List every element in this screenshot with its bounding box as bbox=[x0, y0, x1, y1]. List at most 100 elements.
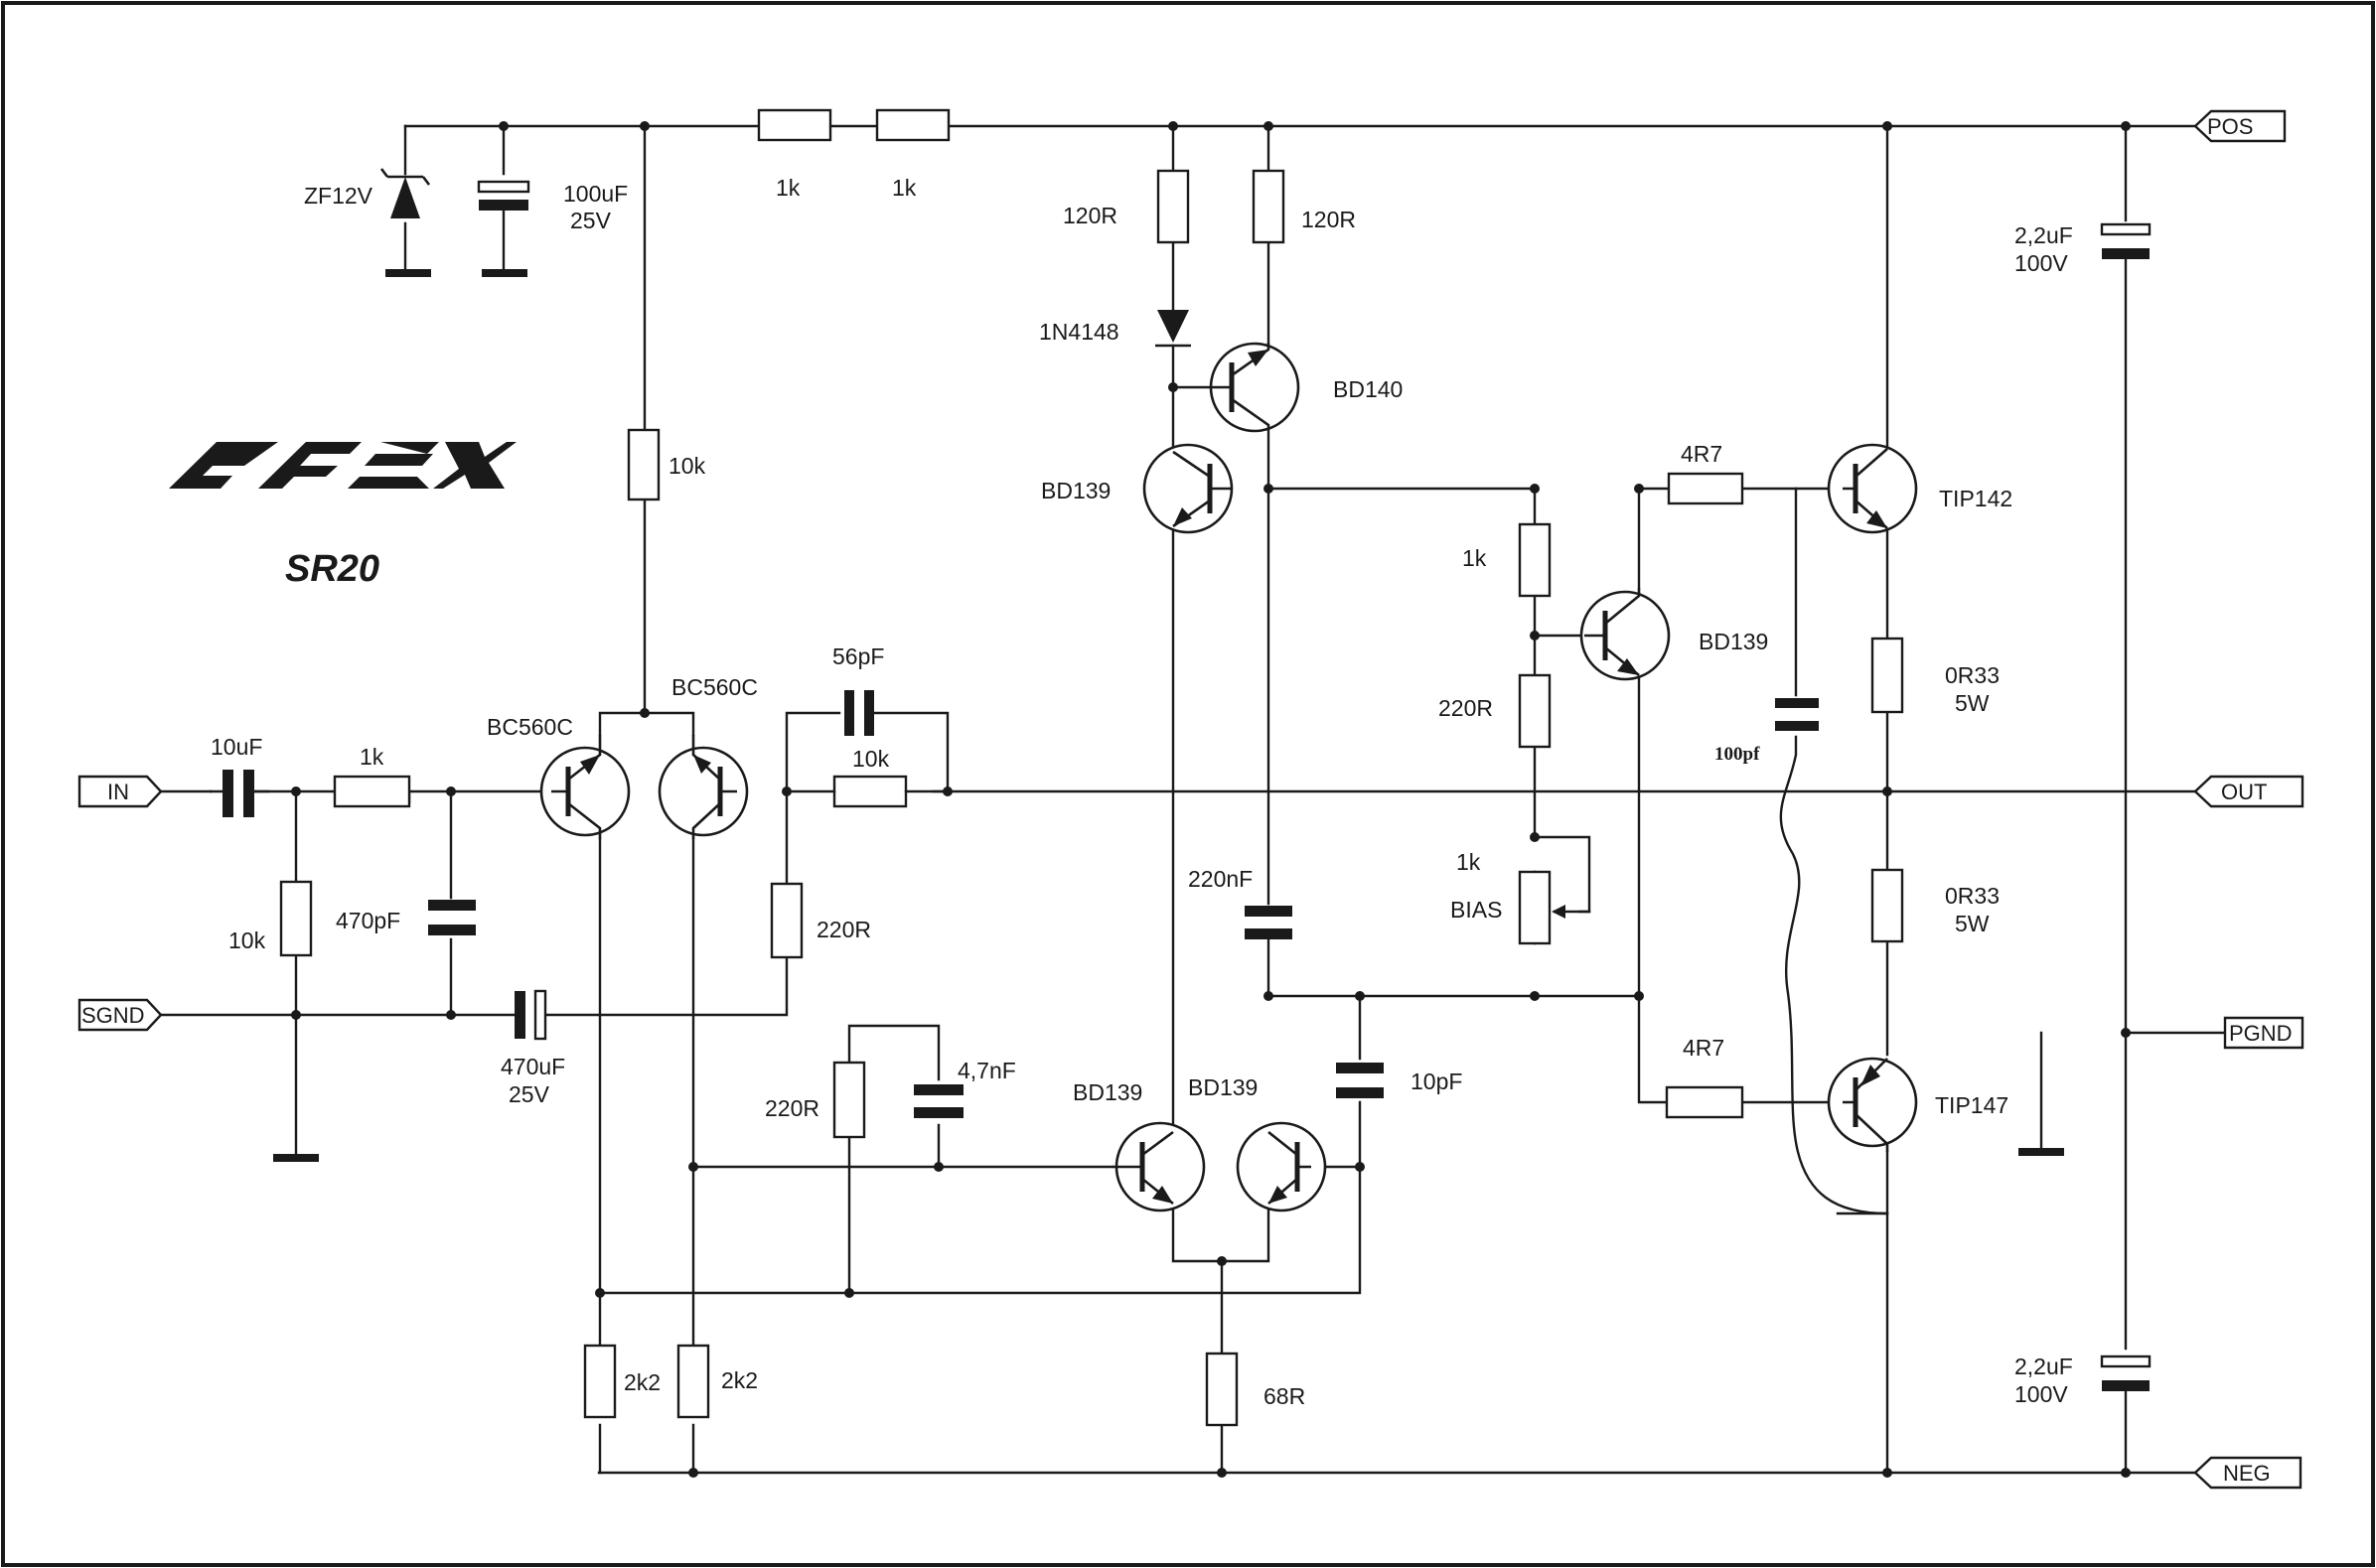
capacitor-2u2-neg bbox=[2100, 1354, 2152, 1391]
resistor-supply-1 bbox=[757, 108, 832, 142]
label-pot-name: BIAS bbox=[1450, 897, 1502, 923]
label-c-pos-v: 100V bbox=[2014, 250, 2068, 276]
resistor-ltp-2k2-1 bbox=[583, 1344, 617, 1419]
capacitors bbox=[209, 180, 2152, 1391]
resistor-vas-120r-1 bbox=[1156, 169, 1190, 244]
svg-text:OUT: OUT bbox=[2221, 780, 2267, 804]
resistor-feedback-220r bbox=[770, 882, 804, 959]
label-c-neg-v: 100V bbox=[2014, 1381, 2068, 1407]
label-diode: 1N4148 bbox=[1039, 319, 1119, 345]
label-bd139-top: BD139 bbox=[1041, 478, 1111, 503]
label-r-emit-top: 0R33 bbox=[1945, 662, 2000, 688]
resistor-bias-220r bbox=[1518, 673, 1552, 749]
capacitor-10uf bbox=[223, 770, 254, 817]
label-r-emit-bot-p: 5W bbox=[1955, 911, 1990, 936]
resistor-vas-120r-2 bbox=[1252, 169, 1285, 244]
svg-text:POS: POS bbox=[2207, 114, 2253, 139]
wires bbox=[159, 124, 2227, 1475]
resistor-emitter-bot bbox=[1870, 868, 1904, 943]
capacitor-470pf bbox=[428, 900, 476, 935]
transistor-bd140 bbox=[1209, 342, 1300, 433]
resistor-68r bbox=[1205, 1352, 1239, 1427]
label-c-neg: 2,2uF bbox=[2014, 1354, 2073, 1379]
label-r-cm: 220R bbox=[765, 1095, 819, 1121]
label-r-bias-top: 1k bbox=[1462, 545, 1487, 571]
resistor-bias-1k bbox=[1518, 522, 1552, 598]
capacitor-56pf bbox=[844, 690, 874, 736]
label-r-supply-1: 1k bbox=[776, 175, 801, 201]
capacitor-2u2-pos bbox=[2100, 222, 2152, 259]
transistor-bc560c-right bbox=[658, 735, 749, 839]
capacitor-10pf bbox=[1336, 1063, 1384, 1098]
transistor-bd139-top bbox=[1142, 443, 1234, 534]
label-c-fb-gnd: 470uF bbox=[501, 1054, 565, 1079]
label-r-in-gnd: 10k bbox=[228, 927, 266, 953]
port-pgnd: PGND bbox=[2223, 1016, 2304, 1050]
label-r-ltp-2: 2k2 bbox=[721, 1367, 758, 1393]
port-out: OUT bbox=[2193, 775, 2304, 808]
label-r-fb: 10k bbox=[852, 746, 890, 772]
label-r-68: 68R bbox=[1263, 1383, 1305, 1409]
transistor-tip147 bbox=[1827, 1057, 1918, 1152]
label-r-vas-1: 120R bbox=[1063, 203, 1117, 228]
label-100uf-v: 25V bbox=[570, 208, 612, 233]
diodes bbox=[379, 168, 1191, 348]
resistor-emitter-top bbox=[1870, 637, 1904, 714]
label-r-in: 1k bbox=[360, 744, 384, 770]
label-bd140: BD140 bbox=[1333, 376, 1403, 402]
component-labels: ZF12V 100uF 25V 1k 1k 10k 120R 120R 1N41… bbox=[211, 175, 2073, 1409]
resistor-feedback-10k bbox=[832, 775, 908, 808]
label-c-in: 10uF bbox=[211, 734, 262, 760]
resistor-input-10k bbox=[279, 880, 313, 957]
resistor-gate-bot bbox=[1665, 1085, 1744, 1119]
label-c-fb-gnd-v: 25V bbox=[509, 1081, 550, 1107]
label-c-10p: 10pF bbox=[1411, 1069, 1462, 1094]
label-c-in-filter: 470pF bbox=[336, 908, 400, 933]
transistor-bc560c-left bbox=[539, 735, 631, 839]
label-bd139-cm1: BD139 bbox=[1073, 1079, 1142, 1105]
label-bd139-cm2: BD139 bbox=[1188, 1074, 1258, 1100]
resistors bbox=[279, 108, 1904, 1427]
label-r-supply-2: 1k bbox=[892, 175, 917, 201]
capacitor-470uf bbox=[515, 989, 547, 1041]
label-c-cm: 4,7nF bbox=[958, 1058, 1016, 1083]
label-r-vas-2: 120R bbox=[1301, 207, 1356, 232]
label-r-tail: 10k bbox=[668, 453, 706, 479]
label-100uf: 100uF bbox=[563, 181, 628, 207]
label-c-miller: 100pf bbox=[1714, 744, 1760, 765]
transistor-bd139-cm1 bbox=[1113, 1121, 1206, 1212]
junction-dots bbox=[291, 121, 2131, 1478]
port-in: IN bbox=[77, 775, 163, 808]
label-bd139-bias: BD139 bbox=[1699, 629, 1768, 654]
resistor-cm-220r bbox=[832, 1061, 866, 1139]
model-title: SR20 bbox=[285, 548, 379, 590]
label-pot-value: 1k bbox=[1456, 849, 1481, 875]
label-c-pos: 2,2uF bbox=[2014, 222, 2073, 248]
apex-logo bbox=[169, 442, 517, 489]
bias-potentiometer[interactable] bbox=[1518, 870, 1591, 945]
capacitor-4n7 bbox=[914, 1084, 964, 1118]
resistor-gate-top bbox=[1667, 472, 1744, 505]
resistor-input-1k bbox=[333, 775, 411, 808]
diode-1n4148 bbox=[1155, 310, 1191, 348]
capacitor-100pf bbox=[1775, 698, 1819, 731]
port-neg: NEG bbox=[2193, 1456, 2302, 1490]
resistor-supply-2 bbox=[875, 108, 951, 142]
label-tip147: TIP147 bbox=[1935, 1092, 2008, 1118]
label-r-emit-bot: 0R33 bbox=[1945, 883, 2000, 909]
label-r-fb-gnd: 220R bbox=[817, 917, 871, 942]
label-zener: ZF12V bbox=[304, 183, 373, 209]
ground-symbols bbox=[273, 269, 2064, 1162]
transistor-bd139-cm2 bbox=[1236, 1121, 1327, 1212]
label-r-ltp-1: 2k2 bbox=[624, 1369, 661, 1395]
label-tip142: TIP142 bbox=[1939, 486, 2012, 511]
svg-text:SGND: SGND bbox=[81, 1003, 145, 1028]
zener-diode bbox=[379, 168, 431, 218]
port-sgnd: SGND bbox=[77, 998, 163, 1032]
label-r-gate-bot: 4R7 bbox=[1683, 1035, 1724, 1061]
label-r-bias-mid: 220R bbox=[1438, 695, 1493, 721]
label-r-emit-top-p: 5W bbox=[1955, 690, 1990, 716]
label-c-220n: 220nF bbox=[1188, 866, 1253, 892]
